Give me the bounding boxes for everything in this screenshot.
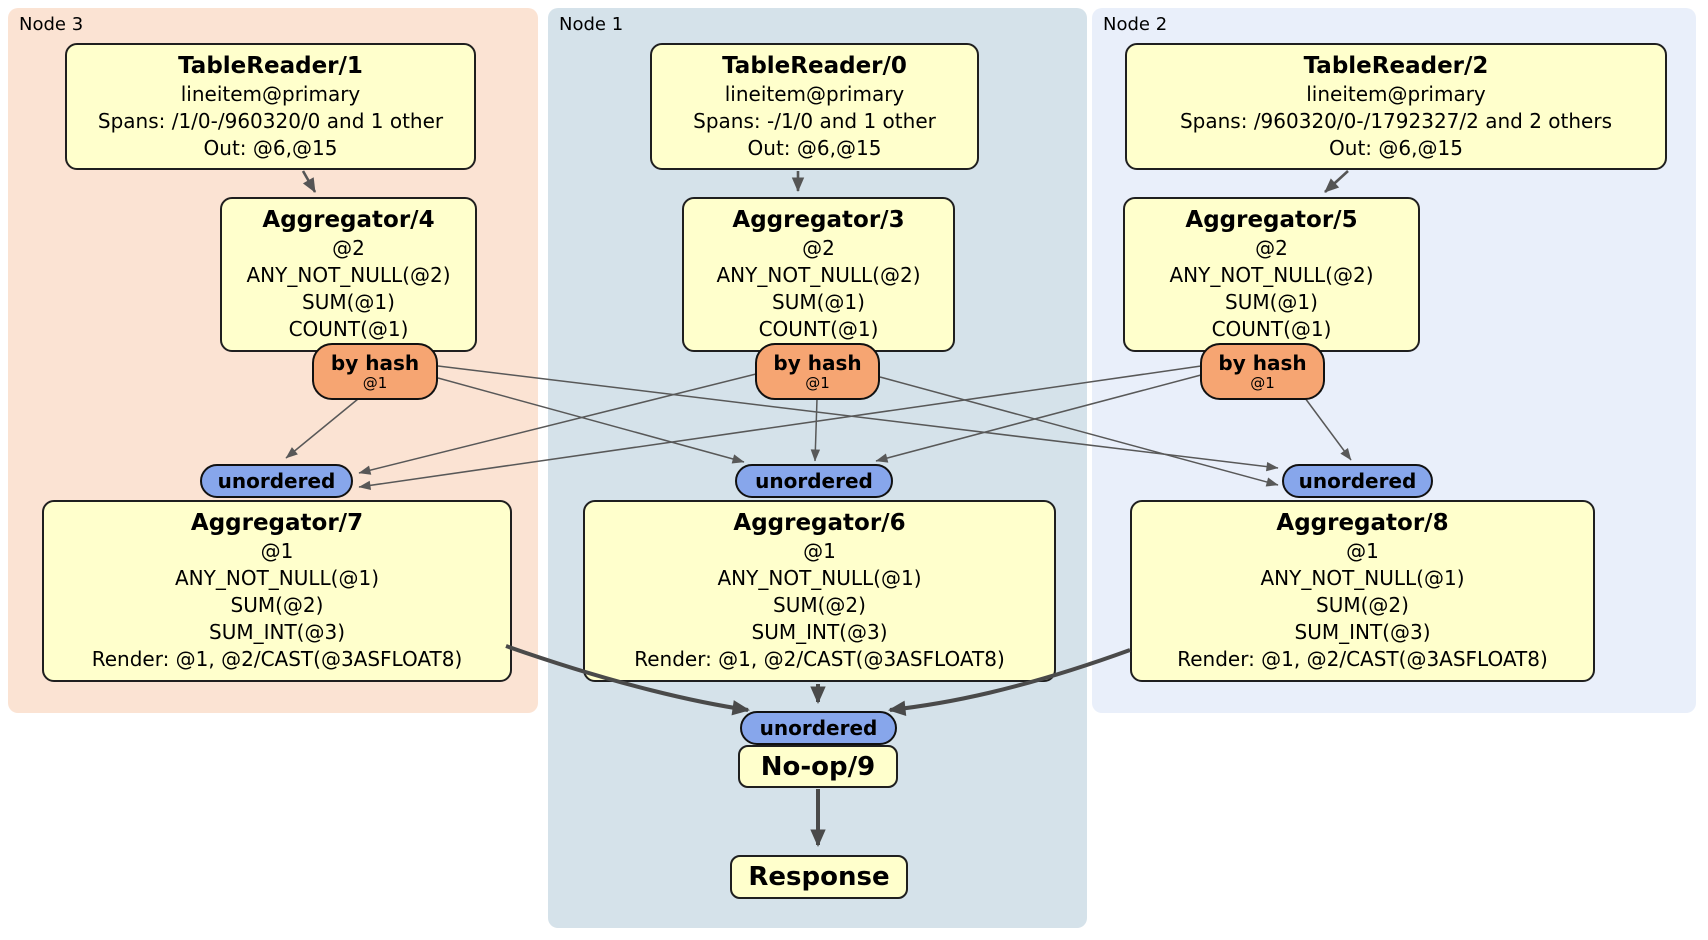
processor-detail: @1 bbox=[260, 539, 294, 563]
processor-detail: Out: @6,@15 bbox=[203, 135, 338, 160]
router-detail: @1 bbox=[1250, 373, 1275, 392]
processor-aggregator-4: Aggregator/4 @2 ANY_NOT_NULL(@2) SUM(@1)… bbox=[220, 197, 477, 352]
router-detail: @1 bbox=[362, 373, 388, 392]
processor-detail: ANY_NOT_NULL(@2) bbox=[1169, 263, 1374, 287]
processor-detail: ANY_NOT_NULL(@1) bbox=[1260, 566, 1465, 590]
sync-unordered-agg6: unordered bbox=[735, 464, 893, 498]
processor-detail: SUM(@1) bbox=[1225, 290, 1318, 314]
sync-label: unordered bbox=[759, 716, 878, 740]
sync-unordered-noop9: unordered bbox=[740, 711, 897, 745]
sync-label: unordered bbox=[755, 469, 873, 493]
processor-detail: Spans: /960320/0-/1792327/2 and 2 others bbox=[1179, 108, 1612, 133]
processor-detail: @1 bbox=[1346, 539, 1379, 563]
processor-title: TableReader/1 bbox=[178, 52, 363, 79]
response-node: Response bbox=[730, 855, 908, 899]
processor-detail: ANY_NOT_NULL(@2) bbox=[246, 263, 451, 287]
processor-detail: ANY_NOT_NULL(@1) bbox=[175, 566, 379, 590]
processor-aggregator-3: Aggregator/3 @2 ANY_NOT_NULL(@2) SUM(@1)… bbox=[682, 197, 955, 352]
processor-detail: Out: @6,@15 bbox=[747, 135, 882, 160]
processor-detail: @2 bbox=[332, 236, 365, 260]
processor-detail: COUNT(@1) bbox=[288, 317, 409, 341]
sync-label: unordered bbox=[217, 469, 336, 493]
processor-detail: ANY_NOT_NULL(@2) bbox=[716, 263, 921, 287]
router-by-hash-node2: by hash @1 bbox=[1200, 343, 1325, 400]
processor-detail: SUM(@2) bbox=[773, 593, 866, 617]
router-label: by hash bbox=[1218, 350, 1307, 375]
router-detail: @1 bbox=[805, 373, 830, 392]
processor-detail: Out: @6,@15 bbox=[1329, 135, 1463, 160]
processor-detail: lineitem@primary bbox=[1306, 81, 1486, 106]
processor-detail: SUM(@2) bbox=[1316, 593, 1409, 617]
processor-detail: SUM_INT(@3) bbox=[1294, 620, 1431, 644]
processor-tablereader-2: TableReader/2 lineitem@primary Spans: /9… bbox=[1125, 43, 1667, 170]
processor-detail: SUM(@1) bbox=[772, 290, 865, 314]
node-group-3-label: Node 3 bbox=[19, 14, 84, 35]
processor-title: No-op/9 bbox=[760, 751, 876, 782]
router-label: by hash bbox=[330, 350, 420, 375]
processor-detail: Render: @1, @2/CAST(@3ASFLOAT8) bbox=[634, 647, 1005, 671]
processor-title: Aggregator/8 bbox=[1276, 510, 1449, 536]
processor-title: Aggregator/4 bbox=[262, 207, 435, 233]
processor-title: Aggregator/6 bbox=[733, 510, 906, 536]
processor-detail: @1 bbox=[803, 539, 836, 563]
processor-detail: SUM_INT(@3) bbox=[751, 620, 888, 644]
processor-aggregator-5: Aggregator/5 @2 ANY_NOT_NULL(@2) SUM(@1)… bbox=[1123, 197, 1420, 352]
processor-detail: lineitem@primary bbox=[724, 81, 905, 106]
node-group-1-label: Node 1 bbox=[559, 14, 624, 35]
processor-title: TableReader/0 bbox=[722, 52, 907, 79]
processor-tablereader-0: TableReader/0 lineitem@primary Spans: -/… bbox=[650, 43, 979, 170]
node-group-2-label: Node 2 bbox=[1103, 14, 1168, 35]
processor-detail: SUM(@1) bbox=[302, 290, 395, 314]
processor-detail: ANY_NOT_NULL(@1) bbox=[717, 566, 922, 590]
processor-title: Aggregator/5 bbox=[1185, 207, 1358, 233]
processor-aggregator-7: Aggregator/7 @1 ANY_NOT_NULL(@1) SUM(@2)… bbox=[42, 500, 512, 682]
processor-title: TableReader/2 bbox=[1303, 52, 1489, 79]
processor-detail: COUNT(@1) bbox=[758, 317, 879, 341]
processor-aggregator-6: Aggregator/6 @1 ANY_NOT_NULL(@1) SUM(@2)… bbox=[583, 500, 1056, 682]
router-by-hash-node3: by hash @1 bbox=[312, 343, 438, 400]
processor-aggregator-8: Aggregator/8 @1 ANY_NOT_NULL(@1) SUM(@2)… bbox=[1130, 500, 1595, 682]
processor-noop-9: No-op/9 bbox=[738, 745, 898, 788]
processor-detail: Render: @1, @2/CAST(@3ASFLOAT8) bbox=[91, 647, 463, 671]
processor-detail: SUM(@2) bbox=[230, 593, 324, 617]
processor-detail: Spans: /1/0-/960320/0 and 1 other bbox=[97, 108, 444, 133]
sync-unordered-agg8: unordered bbox=[1282, 464, 1433, 498]
sync-label: unordered bbox=[1298, 469, 1417, 493]
processor-tablereader-1: TableReader/1 lineitem@primary Spans: /1… bbox=[65, 43, 476, 170]
processor-detail: COUNT(@1) bbox=[1211, 317, 1332, 341]
sync-unordered-agg7: unordered bbox=[200, 464, 353, 498]
processor-detail: Spans: -/1/0 and 1 other bbox=[693, 108, 936, 133]
router-by-hash-node1: by hash @1 bbox=[755, 343, 880, 400]
processor-detail: SUM_INT(@3) bbox=[209, 620, 345, 644]
processor-detail: @2 bbox=[802, 236, 835, 260]
router-label: by hash bbox=[773, 350, 862, 375]
processor-detail: @2 bbox=[1255, 236, 1288, 260]
processor-detail: lineitem@primary bbox=[180, 81, 361, 106]
processor-title: Aggregator/3 bbox=[732, 207, 905, 233]
processor-title: Response bbox=[748, 862, 890, 892]
processor-detail: Render: @1, @2/CAST(@3ASFLOAT8) bbox=[1177, 647, 1548, 671]
processor-title: Aggregator/7 bbox=[190, 510, 364, 536]
